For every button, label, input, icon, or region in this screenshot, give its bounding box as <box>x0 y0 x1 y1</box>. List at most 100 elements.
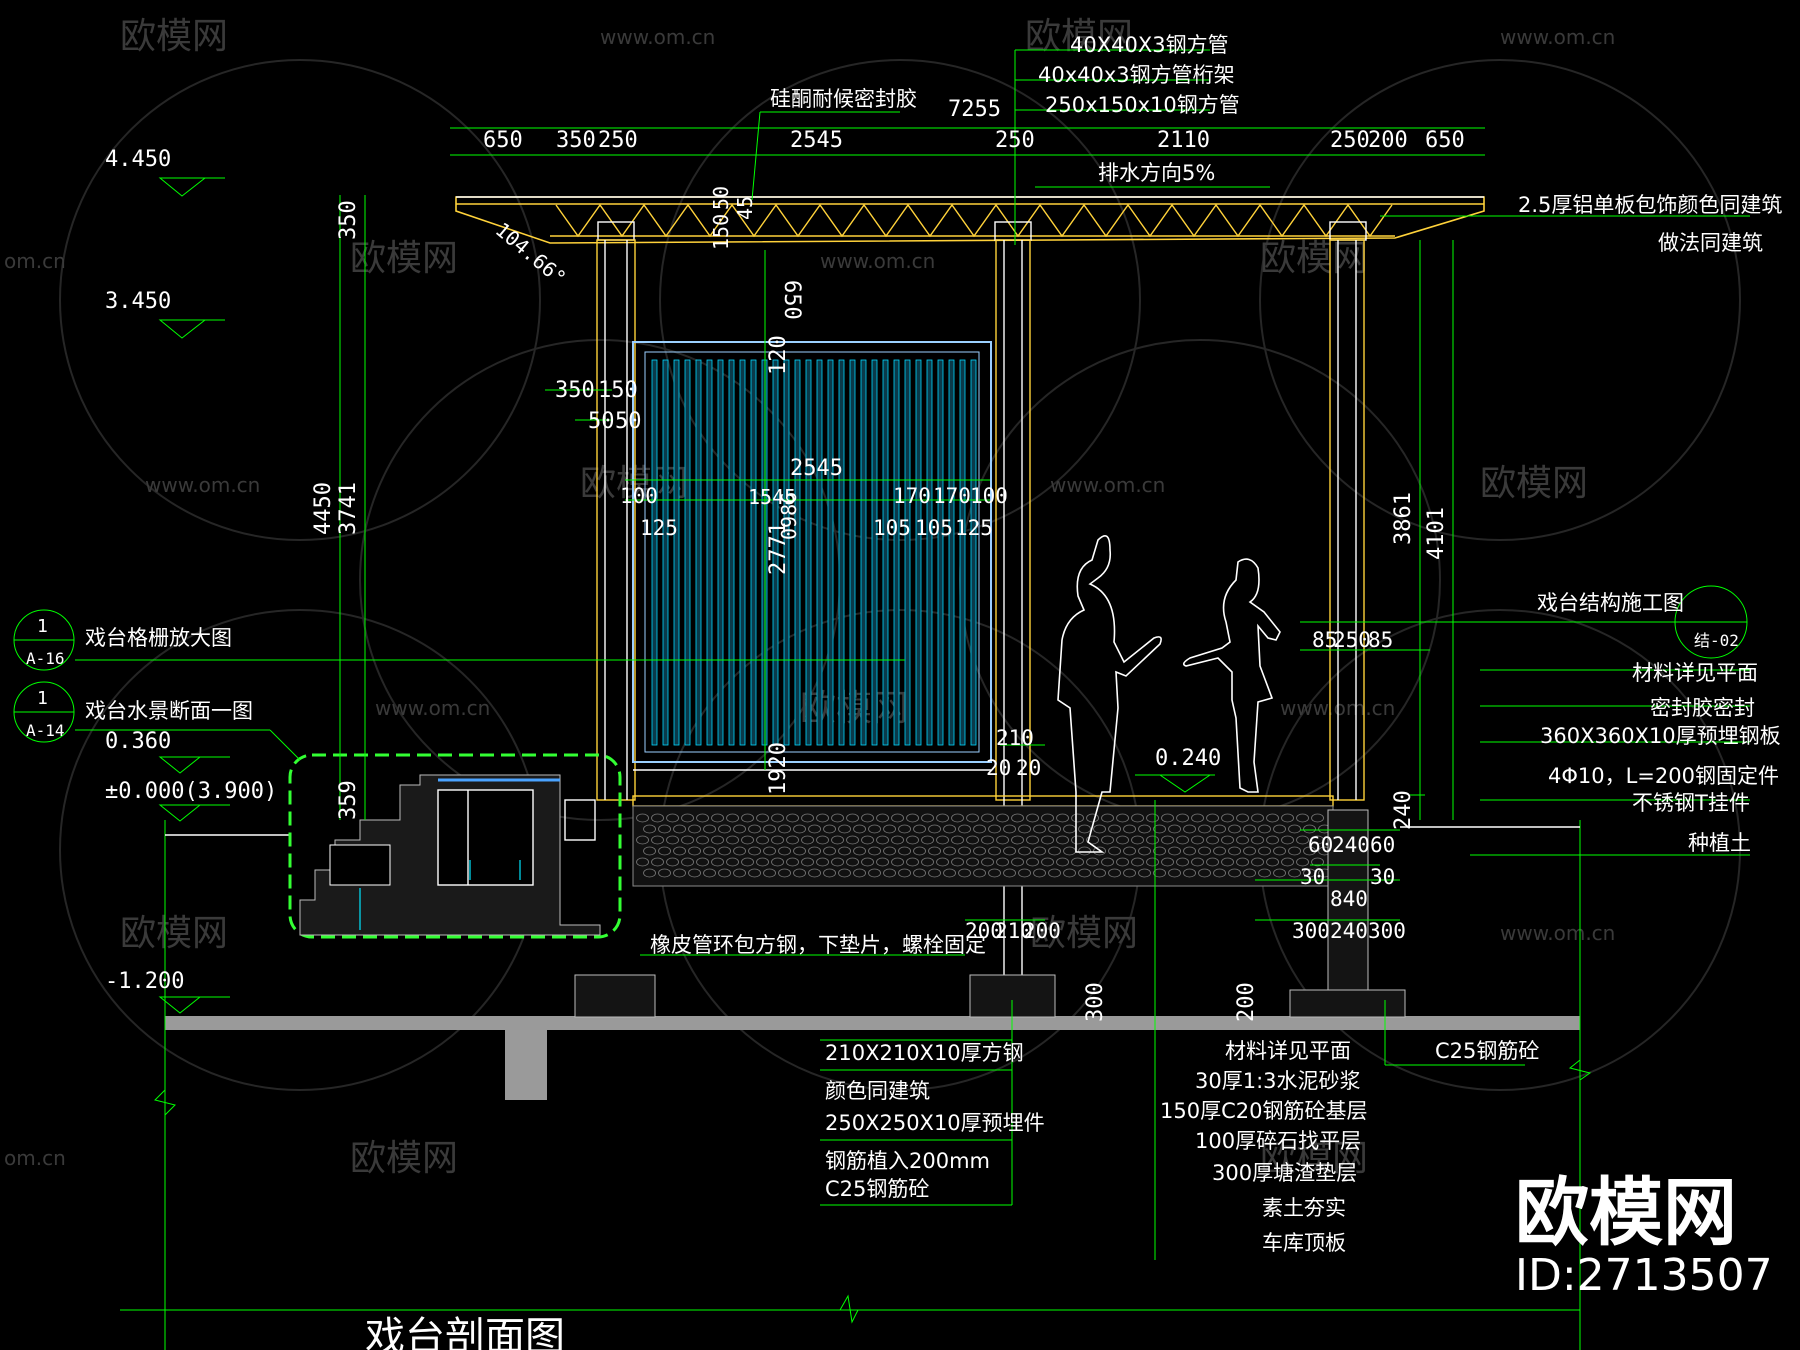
gravel-hatch <box>883 824 896 834</box>
gravel-hatch <box>1153 824 1166 834</box>
gravel-hatch <box>1213 846 1226 856</box>
gravel-hatch <box>973 824 986 834</box>
gravel-hatch <box>891 813 904 823</box>
vertical-dim: 650 <box>779 280 804 320</box>
gravel-hatch <box>733 824 746 834</box>
vertical-dim: 300 <box>1083 982 1108 1022</box>
gravel-hatch <box>808 824 821 834</box>
misc-dim: 20 <box>1016 756 1041 780</box>
sealant-label: 硅酮耐候密封胶 <box>770 87 917 111</box>
gravel-hatch <box>846 857 859 867</box>
gravel-hatch <box>651 835 664 845</box>
gravel-hatch <box>1258 824 1271 834</box>
gravel-hatch <box>778 868 791 878</box>
gravel-hatch <box>988 824 1001 834</box>
gravel-hatch <box>1146 857 1159 867</box>
gravel-hatch <box>1183 868 1196 878</box>
gravel-hatch <box>741 813 754 823</box>
misc-dim: 170 <box>893 484 931 508</box>
right-label: 戏台结构施工图 <box>1537 591 1684 615</box>
right-label: 种植土 <box>1688 831 1751 855</box>
gravel-hatch <box>1026 857 1039 867</box>
grille-bar <box>706 359 713 746</box>
gravel-hatch <box>988 868 1001 878</box>
gravel-hatch <box>703 846 716 856</box>
gravel-hatch <box>861 813 874 823</box>
watermark-logo: 欧模网 <box>580 463 688 504</box>
gravel-hatch <box>636 857 649 867</box>
grille-bar <box>728 359 735 746</box>
garage-roof-slab <box>165 1016 1580 1030</box>
gravel-hatch <box>1123 868 1136 878</box>
gravel-hatch <box>696 857 709 867</box>
gravel-hatch <box>1086 857 1099 867</box>
gravel-hatch <box>1071 835 1084 845</box>
drawing-labels: 4.450 3.450 0.360 ±0.000(3.900) -1.200 0… <box>26 33 1782 1350</box>
gravel-hatch <box>1078 824 1091 834</box>
gravel-hatch <box>958 846 971 856</box>
gravel-hatch <box>666 835 679 845</box>
gravel-hatch <box>913 824 926 834</box>
gravel-hatch <box>643 846 656 856</box>
water-feature-section <box>288 753 622 939</box>
right-label: 密封胶密封 <box>1650 696 1755 720</box>
gravel-hatch <box>898 868 911 878</box>
gravel-hatch <box>1176 813 1189 823</box>
roof-truss <box>455 196 1485 244</box>
misc-dim: 210 <box>996 726 1034 750</box>
gravel-hatch <box>1206 813 1219 823</box>
brand-id: ID:2713507 <box>1515 1250 1773 1301</box>
gravel-hatch <box>1303 868 1316 878</box>
gravel-hatch <box>868 824 881 834</box>
vertical-dim: 200 <box>1234 982 1259 1022</box>
gravel-hatch <box>966 813 979 823</box>
misc-dim: 50 <box>709 186 733 210</box>
misc-dim: 1545 <box>748 485 796 509</box>
grille-bar <box>860 359 867 746</box>
gravel-hatch <box>1176 857 1189 867</box>
layer-label: 素土夯实 <box>1262 1196 1346 1220</box>
gravel-hatch <box>681 813 694 823</box>
gravel-hatch <box>1198 824 1211 834</box>
grille-bar <box>695 359 702 746</box>
gravel-hatch <box>1101 813 1114 823</box>
gravel-hatch <box>771 813 784 823</box>
right-label: 做法同建筑 <box>1658 231 1763 255</box>
misc-dim: 350 <box>555 378 595 403</box>
gravel-hatch <box>711 857 724 867</box>
top-dim: 650 <box>1425 128 1465 153</box>
gravel-hatch <box>816 835 829 845</box>
gravel-hatch <box>876 813 889 823</box>
right-label: 360X360X10厚预埋钢板 <box>1540 724 1781 748</box>
grille-bar <box>662 359 669 746</box>
grille-bar <box>717 359 724 746</box>
grille-bar <box>772 359 779 746</box>
gravel-hatch <box>801 857 814 867</box>
gravel-hatch <box>703 824 716 834</box>
top-label: 250x150x10钢方管 <box>1045 93 1240 117</box>
gravel-hatch <box>883 846 896 856</box>
watermark-logo: 欧模网 <box>1030 913 1138 954</box>
gravel-hatch <box>1288 824 1301 834</box>
gravel-hatch <box>1258 868 1271 878</box>
top-label: 40X40X3钢方管 <box>1070 33 1229 57</box>
watermark-site: www.om.cn <box>820 249 935 273</box>
gravel-hatch <box>733 868 746 878</box>
gravel-hatch <box>1311 857 1324 867</box>
gravel-hatch <box>943 824 956 834</box>
gravel-hatch <box>1213 868 1226 878</box>
misc-dim: 50 <box>615 409 642 434</box>
top-dim: 250 <box>995 128 1035 153</box>
top-dim: 200 <box>1368 128 1408 153</box>
gravel-hatch <box>741 857 754 867</box>
gravel-hatch <box>748 824 761 834</box>
layer-label: 300厚塘渣垫层 <box>1212 1161 1357 1185</box>
gravel-hatch <box>816 813 829 823</box>
gravel-hatch <box>1123 824 1136 834</box>
layer-label: 30厚1:3水泥砂浆 <box>1195 1069 1361 1093</box>
gravel-hatch <box>1116 835 1129 845</box>
gravel-hatch <box>1093 824 1106 834</box>
gravel-hatch <box>973 868 986 878</box>
gravel-hatch <box>861 835 874 845</box>
gravel-hatch <box>1033 846 1046 856</box>
